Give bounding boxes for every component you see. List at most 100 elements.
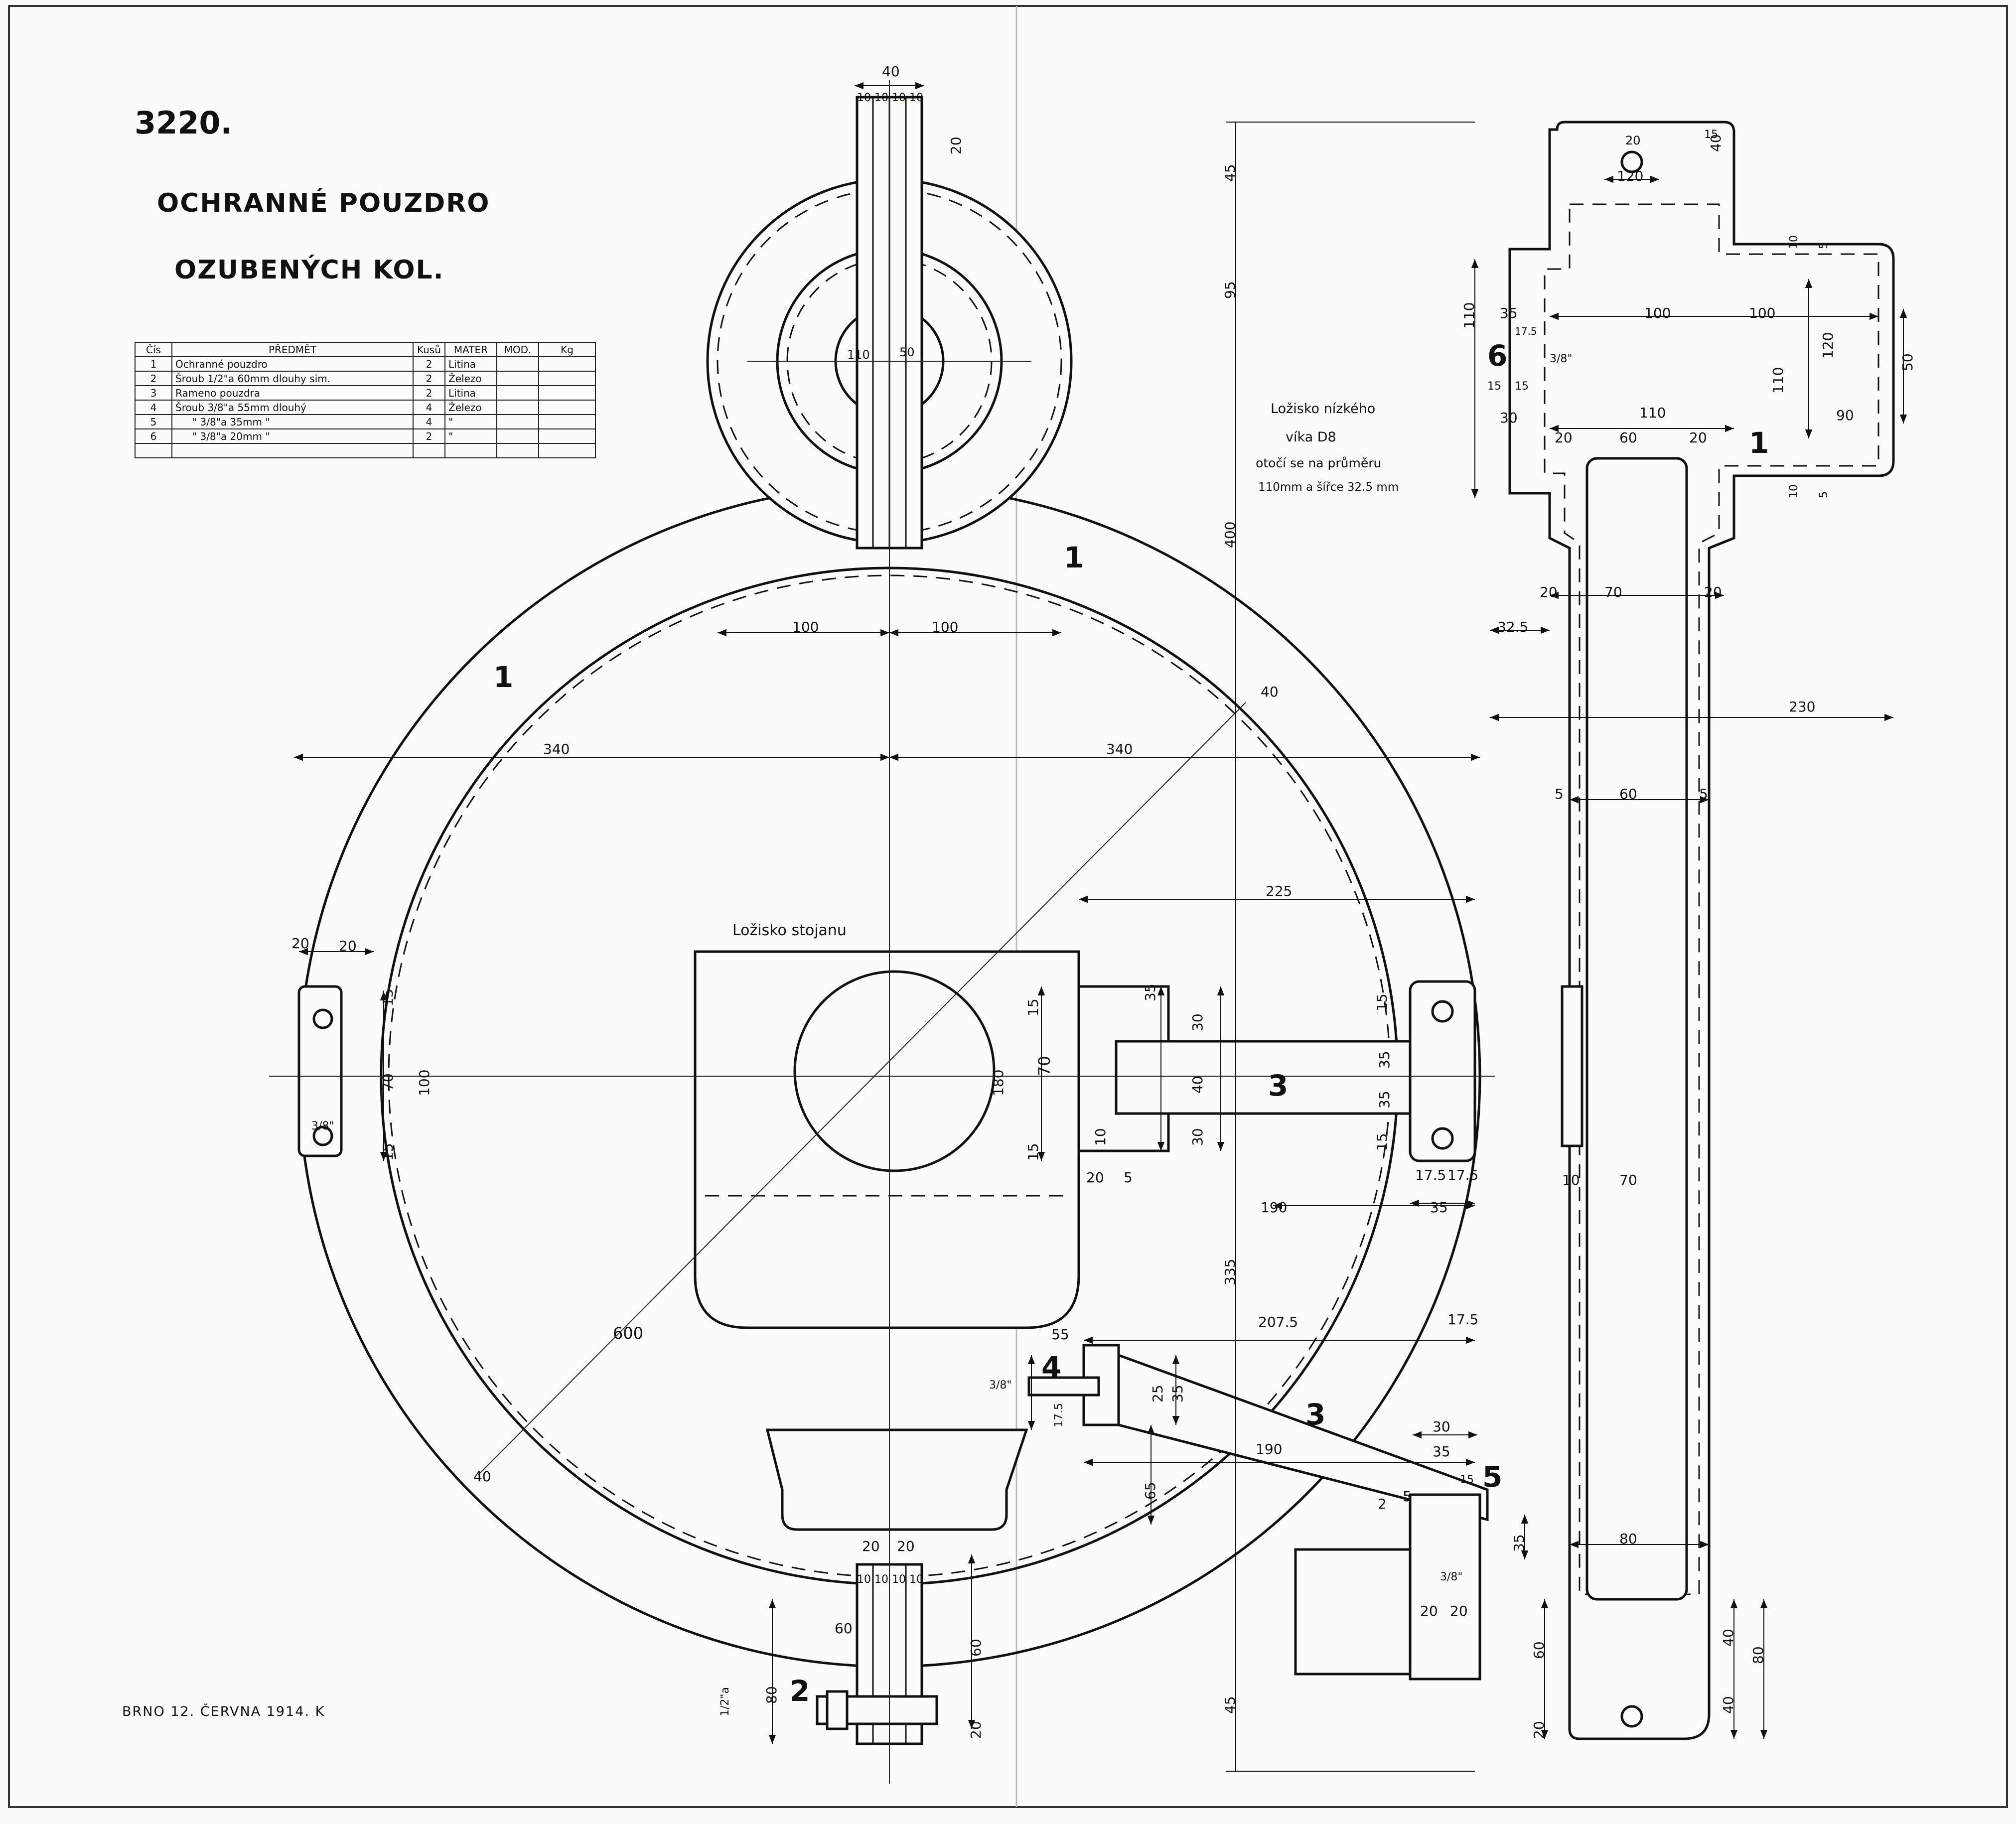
drawing-title-line2: OZUBENÝCH KOL. — [174, 255, 444, 285]
dim-label: 5 — [1818, 491, 1830, 498]
row-no: 5 — [135, 414, 172, 429]
dim-label: 15 — [1704, 129, 1718, 141]
table-row: 4 Šroub 3/8"a 55mm dlouhý 4 Železo — [135, 400, 596, 415]
row-qty: 2 — [413, 356, 445, 372]
parts-table: Čís PŘEDMĚT Kusů MATER MOD. Kg 1 Ochrann… — [135, 342, 596, 458]
parts-table-header: Čís PŘEDMĚT Kusů MATER MOD. Kg — [135, 342, 596, 357]
dim-label: 80 — [1619, 1531, 1637, 1547]
dim-label: 50 — [899, 345, 915, 359]
dim-label: 60 — [835, 1620, 853, 1637]
dim-label: 100 — [1749, 305, 1776, 321]
dim-label: 20 — [291, 935, 309, 952]
dim-label: 3/8" — [989, 1379, 1012, 1392]
row-no: 3 — [135, 385, 172, 401]
dim-label: 17.5 — [1447, 1311, 1479, 1328]
dim-label: 90 — [1836, 407, 1854, 423]
dim-label: 10 — [1092, 1128, 1109, 1146]
dim-label: 45 — [1222, 1696, 1238, 1714]
dim-label: 35 — [1511, 1534, 1527, 1552]
dim-label: 20 — [1625, 134, 1641, 147]
dim-label: 10 — [1788, 484, 1800, 498]
left-lug — [297, 985, 343, 1157]
dim-label: 70 — [1619, 1172, 1637, 1188]
dim-label: 335 — [1222, 1259, 1238, 1285]
dim-label: 15 — [1515, 380, 1529, 393]
table-row — [135, 443, 596, 458]
row-material: Železo — [444, 400, 497, 415]
row-name: Šroub 1/2"a 60mm dlouhy sim. — [171, 371, 414, 386]
dim-label: 20 — [1086, 1169, 1104, 1186]
dim-label: 20 — [339, 938, 357, 954]
dim-label: 35 — [1430, 1199, 1448, 1216]
dim-label: 10 — [857, 92, 871, 104]
dim-label: 65 — [1142, 1482, 1158, 1500]
dim-label: 55 — [1051, 1326, 1069, 1343]
table-row: 5 " 3/8"a 35mm " 4 " — [135, 414, 596, 429]
note-bearing-cover-1: Ložisko nízkého — [1271, 401, 1376, 417]
dim-label: 207.5 — [1258, 1314, 1298, 1330]
dim-label: 10 — [874, 1573, 888, 1586]
dim-label: 80 — [1750, 1646, 1766, 1664]
side-web — [1585, 457, 1688, 1601]
side-dimension-lines — [1471, 175, 1907, 1739]
dim-label: 100 — [932, 619, 959, 635]
side-inner — [1544, 203, 1879, 1595]
table-row: 6 " 3/8"a 20mm " 2 " — [135, 428, 596, 444]
dim-label: 17.5 — [1053, 1403, 1065, 1427]
dim-label: 230 — [1789, 699, 1816, 715]
dim-label: 15 — [1025, 1143, 1041, 1161]
dim-label: 30 — [1189, 1128, 1206, 1146]
dim-label: 32.5 — [1497, 619, 1529, 635]
dim-label: 225 — [1266, 883, 1293, 899]
dim-label: 20 — [1704, 584, 1722, 600]
dim-label: 10 — [892, 1573, 906, 1586]
dim-label: 3/8" — [311, 1120, 334, 1132]
bearing-stand — [694, 950, 1080, 1329]
dim-label: 15 — [380, 988, 396, 1006]
dim-label: 25 — [1150, 1385, 1166, 1403]
dim-label: 20 — [1531, 1721, 1547, 1739]
dim-label: 40 — [473, 1468, 491, 1485]
dim-label: 40 — [1189, 1076, 1206, 1094]
dim-label: 20 — [1689, 429, 1707, 446]
part-marker-6: 6 — [1487, 339, 1508, 373]
right-lug — [1409, 980, 1476, 1162]
dim-label: 15 — [1487, 380, 1501, 393]
row-qty: 2 — [413, 428, 445, 444]
dim-label: 45 — [1222, 164, 1238, 182]
col-material-header: MATER — [444, 342, 497, 357]
dim-label: 30 — [1500, 410, 1518, 426]
drawing-number: 3220. — [135, 105, 233, 141]
bearing-bore — [793, 970, 996, 1172]
dim-label: 20 — [968, 1721, 984, 1739]
table-row: 2 Šroub 1/2"a 60mm dlouhy sim. 2 Železo — [135, 371, 596, 386]
dim-label: 5 — [1124, 1169, 1133, 1186]
drawing-title-line1: OCHRANNÉ POUZDRO — [157, 188, 490, 218]
dim-label: 180 — [990, 1069, 1007, 1096]
row-name: " 3/8"a 20mm " — [171, 428, 414, 444]
part-marker-1: 1 — [1064, 541, 1084, 574]
dim-label: 15 — [1374, 993, 1390, 1011]
dim-label: 20 — [1555, 429, 1573, 446]
dim-label: 120 — [1820, 332, 1836, 359]
dim-label: 100 — [1644, 305, 1671, 321]
dim-label: 190 — [1261, 1199, 1288, 1216]
dim-label: 5 — [1403, 1488, 1412, 1505]
signature-date: BRNO 12. ČERVNA 1914. K — [122, 1704, 325, 1719]
dim-label: 20 — [1450, 1603, 1468, 1619]
sheet-border — [8, 5, 2008, 1808]
lower-bracket — [1409, 1493, 1481, 1681]
dim-label: 20 — [1540, 584, 1558, 600]
dim-label: 40 — [1261, 684, 1279, 700]
dim-label: 110 — [1461, 302, 1477, 329]
dim-label: 17.5 — [1515, 325, 1537, 337]
dim-label: 340 — [543, 741, 570, 757]
col-weight-header: Kg — [538, 342, 596, 357]
dim-label: 35 — [1500, 305, 1518, 321]
dim-label: 20 — [862, 1538, 880, 1554]
col-name-header: PŘEDMĚT — [171, 342, 414, 357]
row-material: Železo — [444, 371, 497, 386]
dim-label: 40 — [1720, 1696, 1736, 1714]
dim-label: 340 — [1106, 741, 1133, 757]
dim-label: 80 — [763, 1686, 780, 1704]
